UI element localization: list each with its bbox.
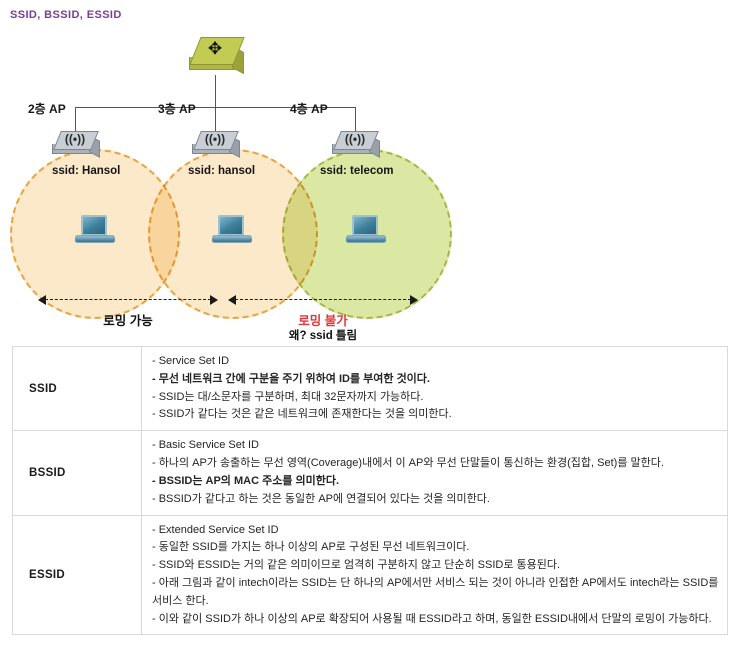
switch-arrow-glyph: ✥ bbox=[207, 39, 223, 58]
laptop-base bbox=[345, 235, 387, 243]
ssid-label-hansol-upper: ssid: Hansol bbox=[52, 165, 121, 177]
roaming-possible-label: 로밍 가능 bbox=[103, 314, 153, 328]
desc-bssid: - Basic Service Set ID - 하나의 AP가 송출하는 무선… bbox=[141, 430, 728, 516]
roaming-not-possible-label: 로밍 불가 bbox=[298, 314, 348, 328]
arrow-shaft bbox=[235, 299, 411, 300]
definitions-table: SSID - Service Set ID - 무선 네트워크 간에 구분을 주… bbox=[12, 345, 728, 636]
desc-ssid: - Service Set ID - 무선 네트워크 간에 구분을 주기 위하여… bbox=[141, 345, 728, 432]
desc-line: - 무선 네트워크 간에 구분을 주기 위하여 ID를 부여한 것이다. bbox=[152, 372, 430, 385]
desc-line: - BSSID가 같다고 하는 것은 동일한 AP에 연결되어 있다는 것을 의… bbox=[152, 492, 490, 505]
desc-line: - 하나의 AP가 송출하는 무선 영역(Coverage)내에서 이 AP와 … bbox=[152, 457, 664, 470]
wifi-signal-icon: ((•)) bbox=[64, 132, 86, 146]
laptop-icon-3 bbox=[345, 215, 387, 247]
wifi-signal-icon: ((•)) bbox=[204, 132, 226, 146]
laptop-base bbox=[211, 235, 253, 243]
page-title: SSID, BSSID, ESSID bbox=[10, 9, 122, 21]
desc-line: - BSSID는 AP의 MAC 주소를 의미한다. bbox=[152, 474, 340, 487]
table-row: ESSID - Extended Service Set ID - 동일한 SS… bbox=[12, 514, 728, 636]
laptop-screen bbox=[81, 215, 107, 236]
access-point-icon-floor3: ((•)) bbox=[192, 131, 240, 158]
definitions-table-body: SSID - Service Set ID - 무선 네트워크 간에 구분을 주… bbox=[12, 345, 728, 636]
ap-label-floor4: 4층 AP bbox=[290, 102, 328, 116]
desc-line: - 동일한 SSID를 가지는 하나 이상의 AP로 구성된 무선 네트워크이다… bbox=[152, 541, 470, 554]
drop-line-ap3 bbox=[355, 107, 356, 131]
term-essid: ESSID bbox=[12, 514, 142, 636]
roaming-reason-label: 왜? ssid 틀림 bbox=[288, 330, 358, 342]
switch-trunk-line bbox=[215, 75, 216, 107]
drop-line-ap1 bbox=[75, 107, 76, 131]
roaming-not-possible-arrow bbox=[228, 295, 418, 305]
ap-label-floor3: 3층 AP bbox=[158, 102, 196, 116]
arrow-head-left-icon bbox=[38, 295, 46, 305]
ssid-label-hansol-lower: ssid: hansol bbox=[188, 165, 256, 177]
table-row: BSSID - Basic Service Set ID - 하나의 AP가 송… bbox=[12, 430, 728, 516]
access-point-icon-floor4: ((•)) bbox=[332, 131, 380, 158]
desc-line: - Service Set ID bbox=[152, 355, 230, 367]
network-switch-icon: ✥ bbox=[189, 37, 245, 77]
laptop-screen bbox=[352, 215, 378, 236]
desc-line: - SSID가 같다는 것은 같은 네트워크에 존재한다는 것을 의미한다. bbox=[152, 408, 452, 421]
term-ssid: SSID bbox=[12, 345, 142, 432]
desc-essid: - Extended Service Set ID - 동일한 SSID를 가지… bbox=[141, 514, 728, 636]
laptop-screen bbox=[218, 215, 244, 236]
laptop-base bbox=[74, 235, 116, 243]
access-point-icon-floor2: ((•)) bbox=[52, 131, 100, 158]
wifi-signal-icon: ((•)) bbox=[344, 132, 366, 146]
desc-line: - SSID는 대/소문자를 구분하며, 최대 32문자까지 가능하다. bbox=[152, 390, 424, 403]
table-row: SSID - Service Set ID - 무선 네트워크 간에 구분을 주… bbox=[12, 345, 728, 432]
arrow-head-right-icon bbox=[410, 295, 418, 305]
ap-label-floor2: 2층 AP bbox=[28, 102, 66, 116]
roaming-possible-arrow bbox=[38, 295, 218, 305]
desc-line: - Extended Service Set ID bbox=[152, 523, 279, 536]
ssid-label-telecom: ssid: telecom bbox=[320, 165, 394, 177]
laptop-icon-2 bbox=[211, 215, 253, 247]
desc-line: - Basic Service Set ID bbox=[152, 439, 259, 452]
arrow-head-left-icon bbox=[228, 295, 236, 305]
desc-line: - SSID와 ESSID는 거의 같은 의미이므로 엄격히 구분하지 않고 단… bbox=[152, 559, 561, 572]
desc-line: - 아래 그림과 같이 intech이라는 SSID는 단 하나의 AP에서만 … bbox=[152, 576, 719, 607]
arrow-shaft bbox=[45, 299, 211, 300]
network-topology-diagram: ✥ 2층 AP 3층 AP 4층 AP ((•)) ((•)) ((•)) ss… bbox=[0, 25, 740, 342]
drop-line-ap2 bbox=[215, 107, 216, 131]
arrow-head-right-icon bbox=[210, 295, 218, 305]
laptop-icon-1 bbox=[74, 215, 116, 247]
term-bssid: BSSID bbox=[12, 430, 142, 516]
desc-line: - 이와 같이 SSID가 하나 이상의 AP로 확장되어 사용될 때 ESSI… bbox=[152, 612, 712, 625]
